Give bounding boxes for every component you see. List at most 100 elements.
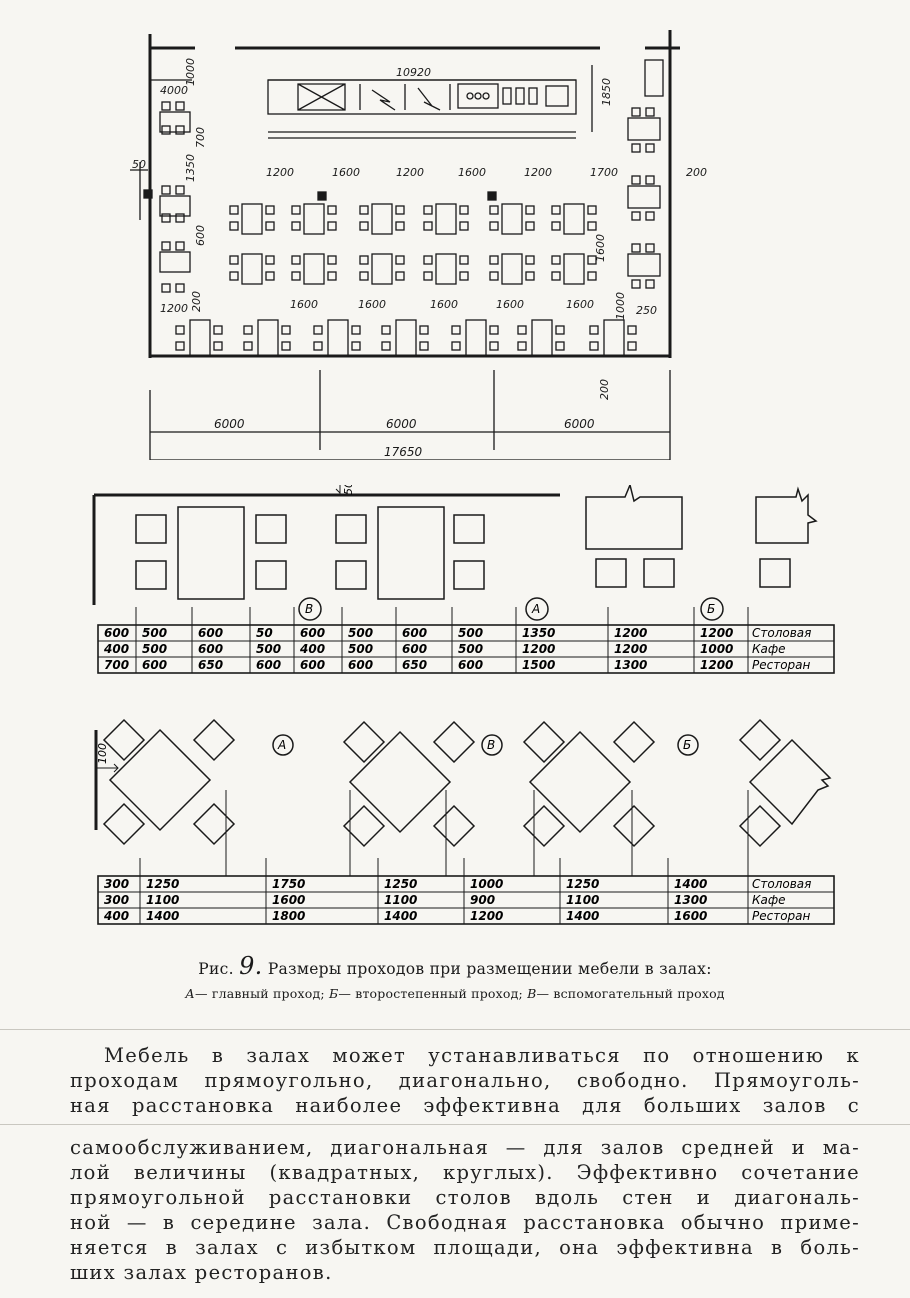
chair xyxy=(175,185,185,195)
table-cell: 600 xyxy=(402,642,427,656)
chair xyxy=(175,325,185,335)
chair xyxy=(612,804,656,848)
chair xyxy=(359,255,369,265)
table-cell: 600 xyxy=(198,626,223,640)
chair xyxy=(489,205,499,215)
chair xyxy=(459,205,469,215)
table-cell: 1200 xyxy=(700,626,733,640)
diagonal-table xyxy=(528,730,632,834)
column xyxy=(487,191,497,201)
chair xyxy=(631,143,641,153)
chair xyxy=(175,283,185,293)
chair xyxy=(161,101,171,111)
chair xyxy=(229,271,239,281)
plan-dim-1200-left: 1200 xyxy=(160,302,188,315)
diag-marker-v: В xyxy=(487,738,495,752)
chair xyxy=(351,325,361,335)
table xyxy=(501,203,523,235)
table-row-label: Столовая xyxy=(752,626,811,640)
chair xyxy=(342,720,386,764)
table-cell: 400 xyxy=(103,642,129,656)
chair xyxy=(175,125,185,135)
table xyxy=(159,111,191,133)
chair xyxy=(459,271,469,281)
paragraph-line: самообслуживанием, диагональная — для за… xyxy=(70,1136,860,1159)
plan-dim-700: 700 xyxy=(194,127,207,148)
chair xyxy=(381,325,391,335)
plan-dim-row-5: 1200 xyxy=(524,166,552,179)
chair xyxy=(517,341,527,351)
table-cell: 500 xyxy=(256,642,281,656)
rect-table-2 xyxy=(377,506,445,600)
chair xyxy=(291,255,301,265)
chair xyxy=(525,205,535,215)
chair xyxy=(432,720,476,764)
rect-marker-b: Б xyxy=(707,602,715,616)
chair xyxy=(587,205,597,215)
wall-table-a xyxy=(585,485,683,550)
chair xyxy=(395,255,405,265)
plan-dim-1600-right: 1600 xyxy=(594,234,607,262)
table xyxy=(563,253,585,285)
chair xyxy=(419,325,429,335)
table-cell: 400 xyxy=(299,642,325,656)
chair xyxy=(589,325,599,335)
chair xyxy=(432,804,476,848)
chair xyxy=(102,802,146,846)
plan-dim-250: 250 xyxy=(636,304,657,317)
chair xyxy=(522,720,566,764)
table-cell: 650 xyxy=(402,658,427,672)
chair xyxy=(551,271,561,281)
paragraph-line: прямоугольной расстановки столов вдоль с… xyxy=(70,1186,860,1209)
paragraph-line: Мебель в залах может устанавливаться по … xyxy=(104,1044,860,1067)
paragraph-line: ших залах ресторанов. xyxy=(70,1261,333,1284)
table xyxy=(531,319,553,357)
chair xyxy=(265,205,275,215)
caption-prefix: Рис. xyxy=(198,960,234,978)
table-cell: 1500 xyxy=(522,658,555,672)
paragraph-line: няется в залах с избытком площади, она э… xyxy=(70,1236,860,1259)
plan-total: 17650 xyxy=(384,445,423,459)
chair xyxy=(459,255,469,265)
table-cell: 600 xyxy=(104,626,129,640)
table xyxy=(241,253,263,285)
table-cell: 1400 xyxy=(674,877,707,891)
table xyxy=(257,319,279,357)
diagonal-table xyxy=(108,728,212,832)
chair xyxy=(265,271,275,281)
table-cell: 1200 xyxy=(470,909,503,923)
chair xyxy=(423,221,433,231)
diag-marker-a: А xyxy=(277,738,286,752)
caption-legend-a: — главный проход; xyxy=(194,986,325,1001)
plan-dim-row-6: 1700 xyxy=(590,166,618,179)
plan-furniture xyxy=(143,101,661,357)
service-counter xyxy=(267,79,577,115)
plan-dim-row-4: 1600 xyxy=(458,166,486,179)
chair xyxy=(327,255,337,265)
chair xyxy=(522,804,566,848)
table-cell: 500 xyxy=(142,642,167,656)
table-cell: 1100 xyxy=(146,893,179,907)
chair xyxy=(291,205,301,215)
chair xyxy=(175,341,185,351)
plan-dim-200-right: 200 xyxy=(686,166,707,179)
chair xyxy=(291,221,301,231)
chair xyxy=(192,718,236,762)
chair xyxy=(102,718,146,762)
table xyxy=(159,195,191,217)
table-cell: 1800 xyxy=(272,909,305,923)
chair xyxy=(645,279,655,289)
chair xyxy=(525,271,535,281)
page-divider-2 xyxy=(0,1124,910,1125)
chair xyxy=(627,341,637,351)
table-cell: 700 xyxy=(104,658,129,672)
plan-dim-row-2: 1600 xyxy=(332,166,360,179)
table-cell: 500 xyxy=(142,626,167,640)
table-cell: 1400 xyxy=(146,909,179,923)
paragraph-line: ная расстановка наиболее эффективна для … xyxy=(70,1094,860,1117)
chair xyxy=(281,325,291,335)
table xyxy=(435,203,457,235)
chair xyxy=(631,107,641,117)
